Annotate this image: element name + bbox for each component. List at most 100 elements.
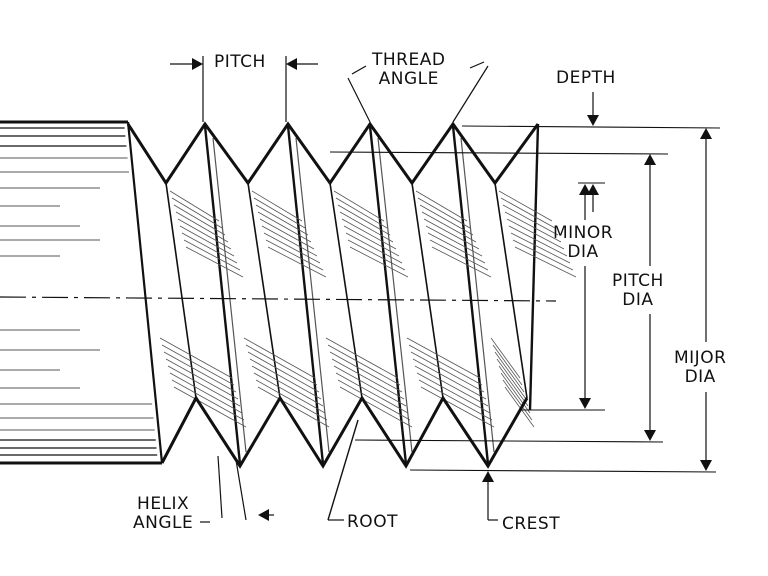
helix-angle-arrow xyxy=(258,509,269,521)
label-helix-angle-line2: ANGLE xyxy=(133,513,194,533)
thread-crest-helix xyxy=(368,125,408,465)
thread-bottom-profile xyxy=(160,395,529,469)
label-pitch-dia-line2: DIA xyxy=(622,290,654,310)
flank-hatch xyxy=(506,218,565,250)
flank-hatch xyxy=(333,190,385,222)
flank-hatch xyxy=(339,211,394,243)
flank-hatch xyxy=(335,197,388,229)
flank-hatch xyxy=(498,365,529,407)
major-dia-arrow-bottom xyxy=(700,460,712,471)
flank-hatch xyxy=(343,225,400,257)
label-root: ROOT xyxy=(347,512,398,532)
label-helix-angle: HELIX ANGLE xyxy=(133,495,193,533)
flank-hatch xyxy=(245,344,318,386)
flank-hatch xyxy=(335,372,409,414)
flank-hatch xyxy=(427,232,486,264)
ext-major-bottom xyxy=(409,469,717,473)
thread-root-helix xyxy=(247,182,281,399)
flank-hatch xyxy=(173,204,226,236)
flank-hatch xyxy=(267,246,327,278)
flank-hatch xyxy=(161,344,235,386)
thread-start-face xyxy=(126,121,164,464)
flank-hatch xyxy=(169,372,243,414)
ext-major-top xyxy=(461,125,721,129)
label-pitch-dia-line1: PITCH xyxy=(612,271,664,291)
flank-hatch xyxy=(255,204,309,236)
flank-hatch xyxy=(504,211,562,243)
thread-root-helix xyxy=(411,182,444,399)
thread-crest-helix-shade xyxy=(460,137,495,453)
thread-crest-helix xyxy=(286,125,325,465)
flank-hatch xyxy=(416,372,491,414)
thread-crest-helix xyxy=(451,125,490,465)
pitch-dia-arrow-bottom xyxy=(644,430,656,441)
helix-angle-leader-2 xyxy=(235,459,247,521)
flank-hatch xyxy=(243,337,316,379)
flank-hatch xyxy=(257,386,330,428)
flank-hatch xyxy=(502,379,533,421)
flank-hatch xyxy=(171,379,245,421)
flank-hatch xyxy=(431,246,492,278)
thread-root-helix xyxy=(165,182,197,399)
flank-hatch xyxy=(419,204,474,236)
label-depth: DEPTH xyxy=(556,68,616,88)
flank-hatch xyxy=(492,344,523,386)
flank-hatch xyxy=(167,365,241,407)
label-minor-dia-line2: DIA xyxy=(567,242,599,262)
flank-hatch xyxy=(183,239,241,271)
flank-hatch xyxy=(500,372,531,414)
flank-hatch xyxy=(418,379,493,421)
pitch-dia-arrow-top xyxy=(644,154,656,165)
major-dia-arrow-top xyxy=(700,128,712,139)
label-helix-angle-line1: HELIX xyxy=(137,494,190,514)
label-crest: CREST xyxy=(502,514,561,534)
flank-hatch xyxy=(496,358,527,400)
flank-hatch xyxy=(251,190,303,222)
flank-hatch xyxy=(337,379,411,421)
flank-hatch xyxy=(181,232,238,264)
root-leader xyxy=(327,419,359,521)
minor-dia-arrow-top xyxy=(579,184,591,195)
thread-end-edge xyxy=(528,123,540,411)
flank-hatch xyxy=(490,337,521,379)
flank-hatch xyxy=(415,190,468,222)
minor-dia-arrow-bottom xyxy=(579,398,591,409)
depth-arrow-bottom-head xyxy=(587,184,599,195)
flank-hatch xyxy=(410,351,485,393)
flank-hatch xyxy=(425,225,483,257)
label-major-dia-line1: MIJOR xyxy=(674,348,727,368)
crest-arrow-head xyxy=(482,471,494,482)
flank-hatch xyxy=(249,358,322,400)
center-line xyxy=(0,296,557,302)
flank-hatch xyxy=(171,197,223,229)
flank-hatch xyxy=(159,337,233,379)
flank-hatch xyxy=(417,197,471,229)
flank-hatch xyxy=(500,197,556,229)
thread-angle-leader-left xyxy=(347,77,371,123)
label-thread-angle-line1: THREAD xyxy=(372,50,446,70)
flank-hatch xyxy=(339,386,413,428)
thread-crest-helix-shade xyxy=(212,137,247,453)
label-pitch: PITCH xyxy=(214,52,266,72)
flank-hatch xyxy=(349,246,409,278)
thread-root-helix xyxy=(329,182,363,399)
helix-angle-leader-1 xyxy=(217,455,223,519)
flank-hatch xyxy=(421,211,477,243)
flank-hatch xyxy=(408,344,483,386)
thread-crest-helix xyxy=(203,125,242,465)
flank-hatch xyxy=(253,197,306,229)
ext-pitch-top xyxy=(329,151,669,155)
flank-hatch xyxy=(494,351,525,393)
flank-hatch xyxy=(345,232,403,264)
flank-hatch xyxy=(251,365,324,407)
flank-hatch xyxy=(508,225,568,257)
flank-hatch xyxy=(255,379,328,421)
label-pitch-dia: PITCH DIA xyxy=(612,272,664,310)
flank-hatch xyxy=(331,358,405,400)
flank-hatch xyxy=(175,211,229,243)
flank-hatch xyxy=(327,344,401,386)
label-major-dia: MIJOR DIA xyxy=(674,349,726,387)
flank-hatch xyxy=(163,351,237,393)
flank-hatch xyxy=(169,190,220,222)
